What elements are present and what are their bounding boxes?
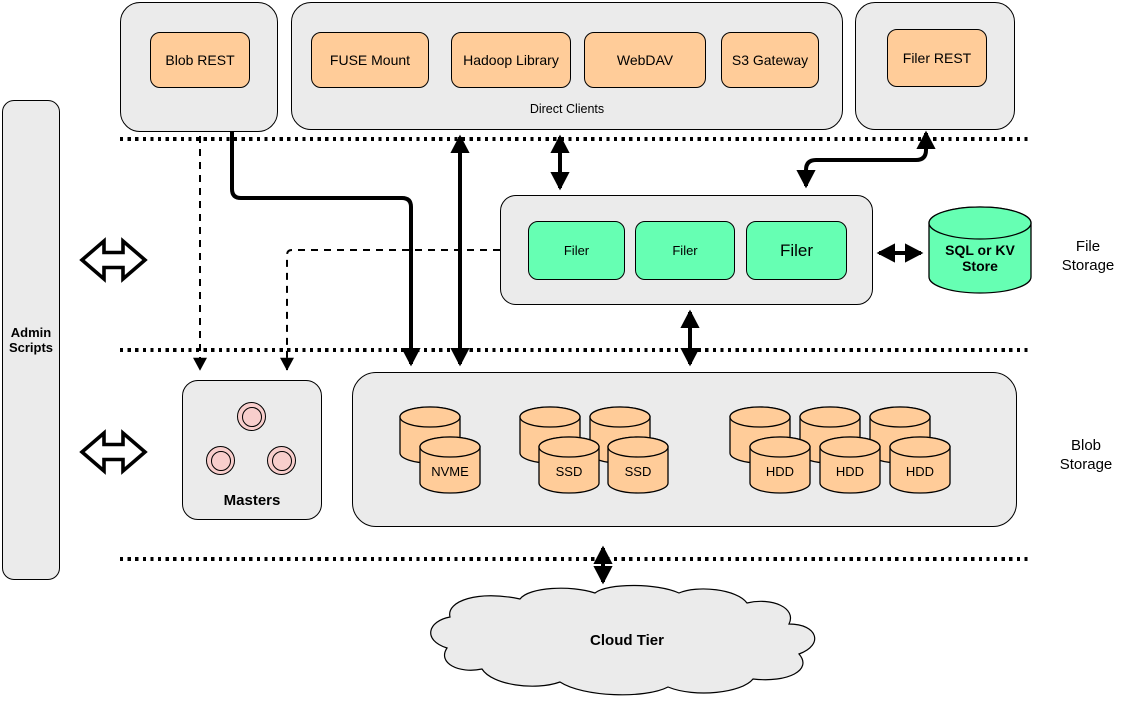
blob-storage-section-label: Blob Storage	[1059, 437, 1113, 473]
filer-node-2: Filer	[635, 221, 735, 280]
admin-scripts-label: Admin Scripts	[8, 325, 54, 355]
volume-hdd-label: HDD	[905, 464, 935, 479]
webdav-node: WebDAV	[584, 32, 706, 88]
s3-gateway-node: S3 Gateway	[721, 32, 819, 88]
sql-kv-store-node: SQL or KV Store	[928, 206, 1032, 299]
filer-rest-node: Filer REST	[887, 29, 987, 87]
admin-scripts-node: Admin Scripts	[2, 100, 60, 580]
cloud-tier-label: Cloud Tier	[590, 632, 664, 649]
volume-hdd-label: HDD	[765, 464, 795, 479]
arrow-filer-to-masters	[280, 249, 500, 371]
blob-rest-node: Blob REST	[150, 32, 250, 88]
filer-node-1: Filer	[528, 221, 625, 280]
tier-separator-middle	[120, 348, 1032, 352]
volume-hdd-node: HDD	[749, 436, 811, 499]
volume-ssd-label: SSD	[555, 464, 583, 479]
fuse-mount-label: FUSE Mount	[329, 52, 411, 68]
master-node-2-core	[210, 450, 231, 471]
filer-rest-label: Filer REST	[902, 50, 972, 66]
database-cylinder-icon	[928, 206, 1032, 294]
volume-hdd-node: HDD	[819, 436, 881, 499]
arrow-filerrest-filer	[796, 130, 936, 189]
file-storage-section-label: File Storage	[1061, 238, 1115, 274]
master-node-2	[206, 446, 235, 475]
tier-separator-bottom	[120, 557, 1032, 561]
filer-label-2: Filer	[672, 243, 698, 258]
hadoop-library-node: Hadoop Library	[451, 32, 571, 88]
filer-node-3: Filer	[746, 221, 847, 280]
volume-ssd-label: SSD	[624, 464, 652, 479]
sql-kv-store-label: SQL or KV Store	[945, 242, 1015, 274]
master-node-3-core	[271, 450, 292, 471]
webdav-label: WebDAV	[616, 52, 674, 68]
admin-filestorage-double-arrow	[79, 237, 148, 283]
volume-ssd-node: SSD	[607, 436, 669, 499]
tier-separator-top	[120, 137, 1032, 141]
filer-label-1: Filer	[563, 243, 590, 258]
admin-blobstorage-double-arrow	[79, 429, 148, 475]
masters-label: Masters	[223, 492, 281, 509]
blob-rest-label: Blob REST	[165, 52, 235, 68]
volume-hdd-node: HDD	[889, 436, 951, 499]
fuse-mount-node: FUSE Mount	[311, 32, 429, 88]
volume-ssd-node: SSD	[538, 436, 600, 499]
master-node-1-core	[241, 406, 262, 427]
hadoop-library-label: Hadoop Library	[463, 52, 559, 68]
direct-clients-label: Direct Clients	[529, 102, 605, 116]
master-node-1	[237, 402, 266, 431]
filer-label-3: Filer	[779, 240, 814, 260]
master-node-3	[267, 446, 296, 475]
volume-nvme-node: NVME	[419, 436, 481, 499]
s3-gateway-label: S3 Gateway	[731, 52, 809, 68]
volume-hdd-label: HDD	[835, 464, 865, 479]
arrow-blobrest-to-blobstorage	[230, 132, 421, 367]
volume-nvme-label: NVME	[431, 464, 469, 479]
